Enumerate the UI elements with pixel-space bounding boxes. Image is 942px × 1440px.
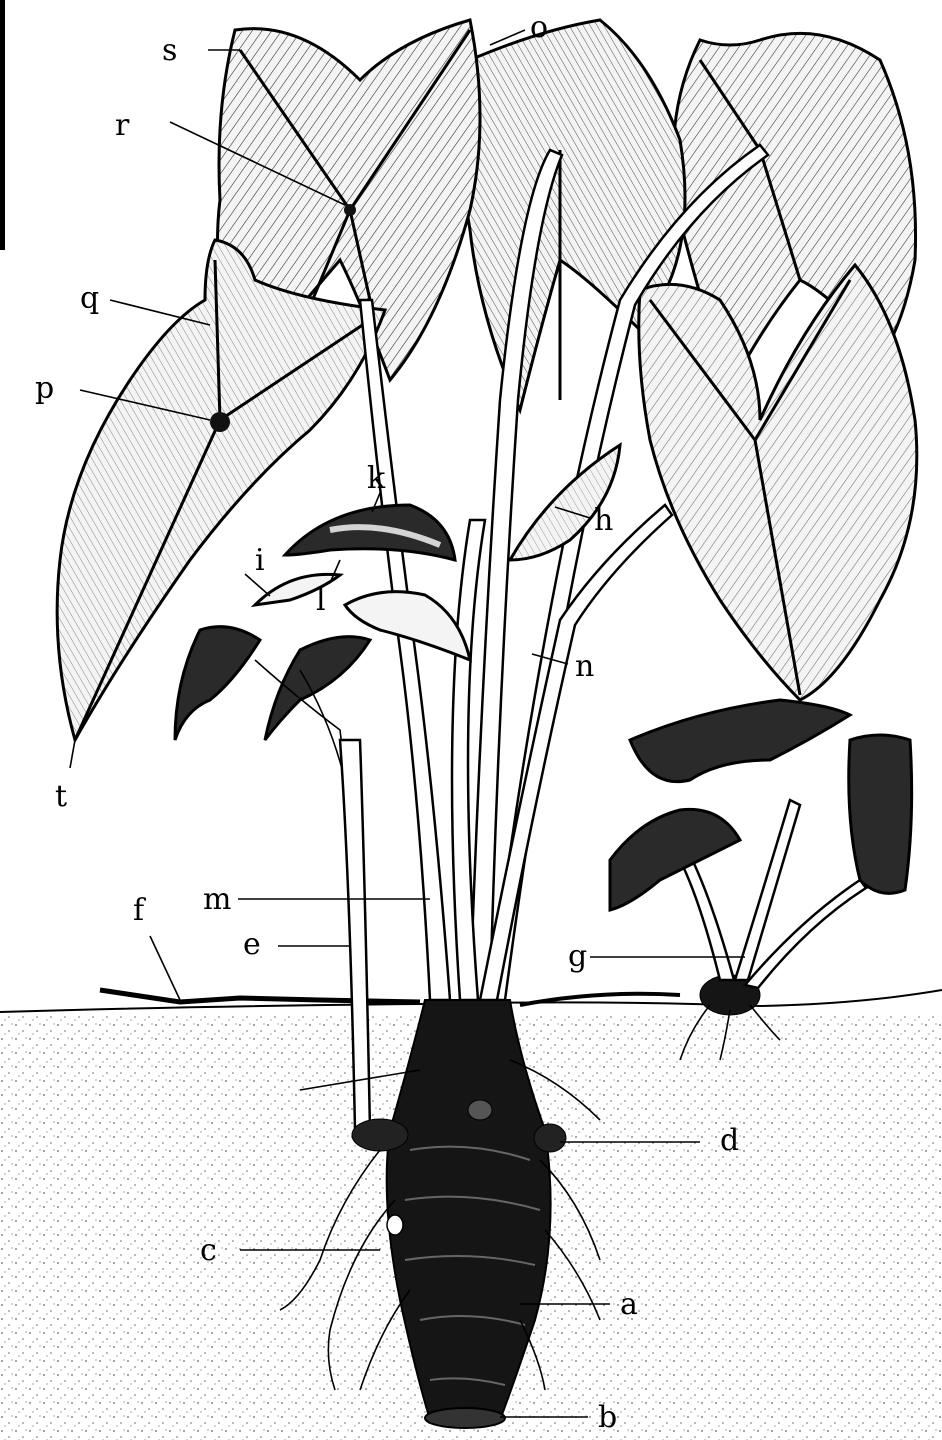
corm-bud-scar (387, 1215, 403, 1235)
inflorescence (255, 505, 455, 605)
label-h: h (594, 503, 613, 538)
label-k: k (367, 461, 386, 496)
label-s: s (162, 33, 177, 68)
label-b: b (598, 1400, 617, 1435)
label-p: p (35, 371, 54, 406)
label-d: d (720, 1123, 739, 1158)
label-o: o (530, 10, 548, 45)
label-i: i (255, 543, 265, 578)
label-c: c (200, 1233, 217, 1268)
label-n: n (575, 649, 594, 684)
label-t: t (55, 779, 67, 814)
label-q: q (80, 281, 99, 316)
label-f: f (133, 893, 146, 928)
label-l: l (316, 583, 326, 618)
label-e: e (243, 927, 261, 962)
label-r: r (115, 108, 130, 143)
leaf-large-right (639, 265, 917, 700)
label-g: g (568, 939, 587, 974)
label-a: a (620, 1287, 638, 1322)
label-m: m (203, 882, 231, 917)
stolon (100, 990, 420, 1002)
corm-base (425, 1408, 505, 1428)
left-border-rule (0, 0, 5, 250)
